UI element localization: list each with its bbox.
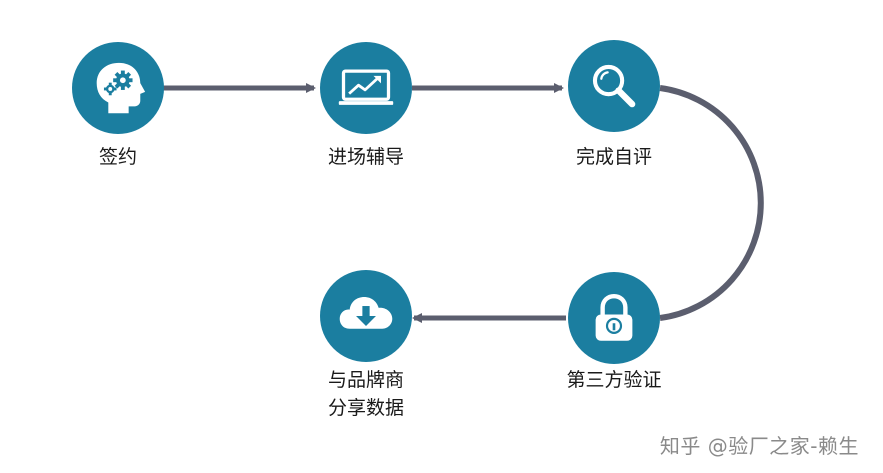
step-share-data-label-line1: 与品牌商 bbox=[327, 369, 404, 391]
monitor-chart-icon bbox=[338, 69, 394, 105]
step-sign-node bbox=[72, 42, 164, 134]
step-share-data-node bbox=[320, 270, 412, 362]
padlock-icon bbox=[595, 293, 633, 341]
step-third-party-verification-node bbox=[568, 272, 660, 364]
step-share-data-label: 与品牌商 分享数据 bbox=[306, 366, 426, 422]
head-gears-icon bbox=[96, 62, 146, 114]
cloud-download-icon bbox=[339, 296, 393, 329]
curve-step3-to-step4 bbox=[659, 85, 764, 321]
step-self-assessment-label: 完成自评 bbox=[575, 146, 652, 168]
step-share-data-label-line2: 分享数据 bbox=[327, 397, 404, 419]
step-onsite-guidance-label: 进场辅导 bbox=[327, 146, 404, 168]
step-onsite-guidance-node bbox=[320, 42, 412, 134]
magnifier-icon bbox=[592, 64, 636, 108]
step-sign-label: 签约 bbox=[98, 146, 137, 168]
step-third-party-verification-label: 第三方验证 bbox=[566, 369, 662, 391]
watermark-text: 知乎 @验厂之家-赖生 bbox=[659, 434, 859, 458]
step-self-assessment-node bbox=[568, 40, 660, 132]
